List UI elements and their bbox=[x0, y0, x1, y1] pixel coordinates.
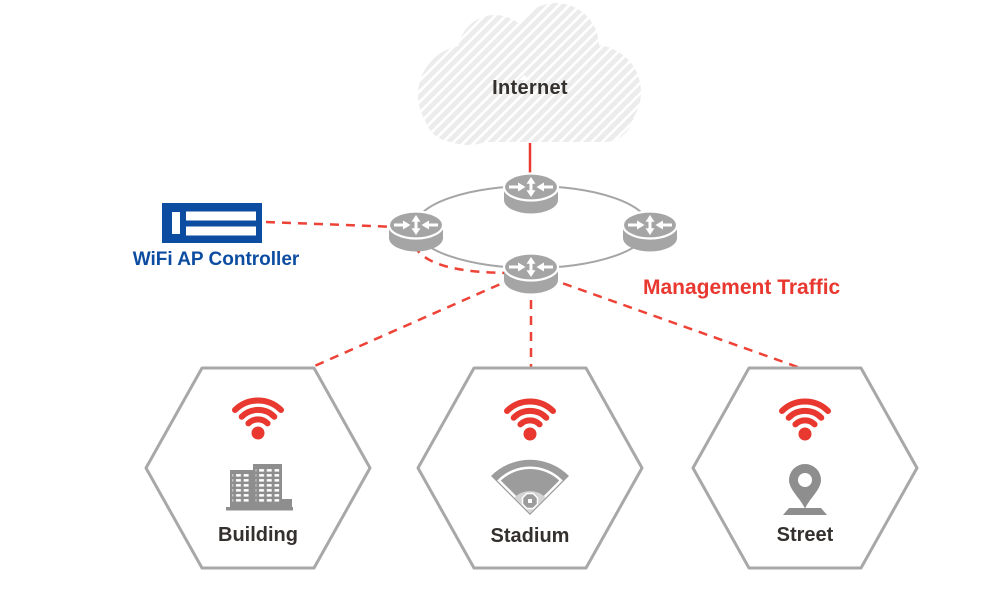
street-site-hexagon bbox=[691, 366, 919, 570]
wifi-ap-controller-icon bbox=[162, 203, 262, 243]
stadium-field-icon bbox=[491, 459, 569, 515]
link-to-street bbox=[547, 276, 807, 372]
building-towers-icon bbox=[226, 464, 293, 511]
router-left-icon bbox=[387, 210, 445, 253]
building-site-hexagon bbox=[144, 366, 372, 570]
location-pin-icon bbox=[783, 464, 827, 515]
stadium-site-hexagon bbox=[416, 366, 644, 570]
ring-management-path bbox=[406, 230, 509, 275]
router-right-icon bbox=[621, 210, 679, 253]
internet-label: Internet bbox=[492, 77, 568, 99]
building-label: Building bbox=[218, 524, 298, 546]
link-to-building bbox=[309, 276, 515, 370]
street-label: Street bbox=[776, 524, 834, 546]
controller-ring-link bbox=[265, 220, 399, 229]
router-bottom-icon bbox=[502, 252, 560, 295]
management-traffic-label: Management Traffic bbox=[643, 276, 841, 299]
internet-cloud-icon bbox=[418, 3, 641, 145]
stadium-label: Stadium bbox=[490, 525, 570, 547]
router-top-icon bbox=[502, 172, 560, 215]
controller-label: WiFi AP Controller bbox=[132, 249, 300, 270]
